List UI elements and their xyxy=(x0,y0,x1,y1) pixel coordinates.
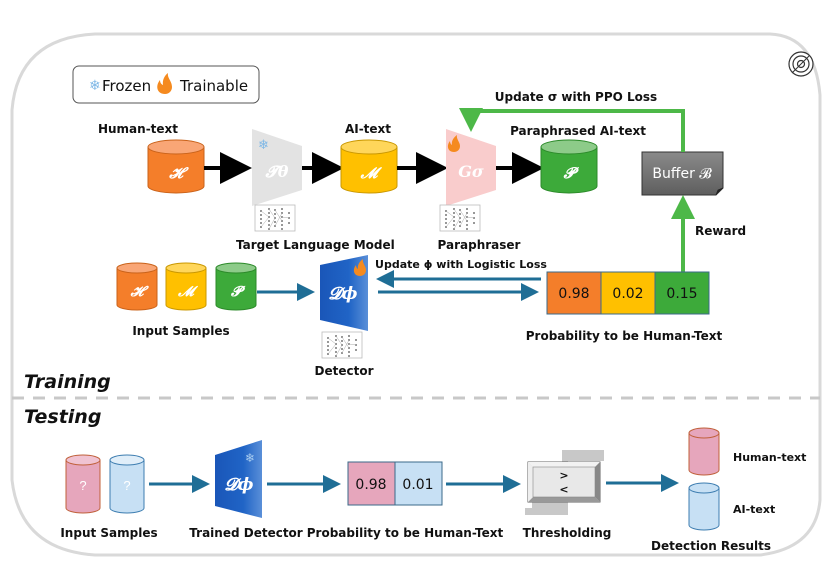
probability-human: 0.98 xyxy=(355,477,386,493)
target-model-symbol: 𝓣θ xyxy=(265,162,289,181)
paraphrased-label: Paraphrased AI-text xyxy=(510,124,646,138)
training-input-samples: 𝓗 𝓜 𝓟 xyxy=(116,262,257,311)
target-language-model: ❄ 𝓣θ xyxy=(252,129,302,206)
training-input-samples-label: Input Samples xyxy=(132,324,229,338)
training-section-label: Training xyxy=(24,371,111,393)
testing-input-samples: ? ? xyxy=(65,454,145,514)
ai-symbol: 𝓜 xyxy=(177,284,198,300)
reward-label: Reward xyxy=(695,224,746,238)
probability-ai: 0.01 xyxy=(402,477,433,493)
ppo-feedback-arrow xyxy=(459,108,685,152)
human-text-label: Human-text xyxy=(98,122,178,136)
unknown-sample-cylinder: ? xyxy=(65,454,101,514)
legend-box: ❄ Frozen Trainable xyxy=(72,65,260,104)
snowflake-icon: ❄ xyxy=(245,451,255,465)
testing-input-samples-label: Input Samples xyxy=(60,526,157,540)
target-icon[interactable] xyxy=(788,51,814,77)
human-sample-cylinder: 𝓗 xyxy=(116,262,158,311)
threshold-switch: > < xyxy=(525,450,604,515)
ai-sample-cylinder: 𝓜 xyxy=(165,262,207,311)
trained-detector: ❄ 𝓓ϕ xyxy=(215,440,262,518)
training-probability-label: Probability to be Human-Text xyxy=(526,329,723,343)
ai-text-label: AI-text xyxy=(345,122,391,136)
trained-detector-symbol: 𝓓ϕ xyxy=(224,475,253,495)
flame-icon xyxy=(157,73,172,94)
outer-frame xyxy=(10,32,822,557)
training-detector: 𝓓ϕ xyxy=(320,255,368,331)
buffer-box: Buffer 𝓑 xyxy=(641,151,724,196)
detector-label: Detector xyxy=(315,364,374,378)
para-sample-cylinder: 𝓟 xyxy=(215,262,257,311)
testing-probability-label: Probability to be Human-Text xyxy=(307,526,504,540)
paraphraser-symbol: Gσ xyxy=(458,162,484,181)
human-text-cylinder: 𝓗 xyxy=(147,139,205,194)
paraphraser-model: Gσ xyxy=(446,129,496,206)
legend-trainable-label: Trainable xyxy=(179,77,248,95)
less-than-symbol: < xyxy=(559,483,568,496)
target-model-label: Target Language Model xyxy=(236,238,395,252)
probability-ai: 0.02 xyxy=(612,286,643,302)
ai-symbol: 𝓜 xyxy=(360,164,383,182)
unknown-symbol: ? xyxy=(123,478,130,493)
greater-than-symbol: > xyxy=(559,469,568,482)
logistic-loss-label: Update ϕ with Logistic Loss xyxy=(375,258,547,271)
unknown-symbol: ? xyxy=(79,478,86,493)
neural-net-icon xyxy=(321,331,363,359)
thresholding-label: Thresholding xyxy=(523,526,612,540)
result-ai-cylinder xyxy=(688,482,720,531)
result-human-cylinder xyxy=(688,427,720,476)
flame-icon xyxy=(353,259,366,276)
testing-probability-bar: 0.98 0.01 xyxy=(347,461,443,506)
ai-text-cylinder: 𝓜 xyxy=(340,139,398,194)
probability-para: 0.15 xyxy=(666,286,697,302)
buffer-label: Buffer 𝓑 xyxy=(652,166,712,182)
flame-icon xyxy=(447,135,460,152)
probability-human: 0.98 xyxy=(558,286,589,302)
paraphraser-label: Paraphraser xyxy=(438,238,521,252)
ppo-label: Update σ with PPO Loss xyxy=(495,90,657,104)
result-ai-label: AI-text xyxy=(733,503,775,516)
testing-section-label: Testing xyxy=(24,406,101,428)
neural-net-icon xyxy=(439,204,481,232)
result-human-label: Human-text xyxy=(733,451,806,464)
unknown-sample-cylinder: ? xyxy=(109,454,145,514)
snowflake-icon: ❄ xyxy=(258,137,269,152)
legend-frozen-label: Frozen xyxy=(102,77,151,95)
trained-detector-label: Trained Detector xyxy=(189,526,303,540)
neural-net-icon xyxy=(254,204,296,232)
training-probability-bar: 0.98 0.02 0.15 xyxy=(546,271,710,315)
paraphrased-text-cylinder: 𝓟 xyxy=(540,139,598,194)
detector-symbol: 𝓓ϕ xyxy=(328,284,357,304)
snowflake-icon: ❄ xyxy=(89,77,101,93)
detection-results-label: Detection Results xyxy=(651,539,771,553)
